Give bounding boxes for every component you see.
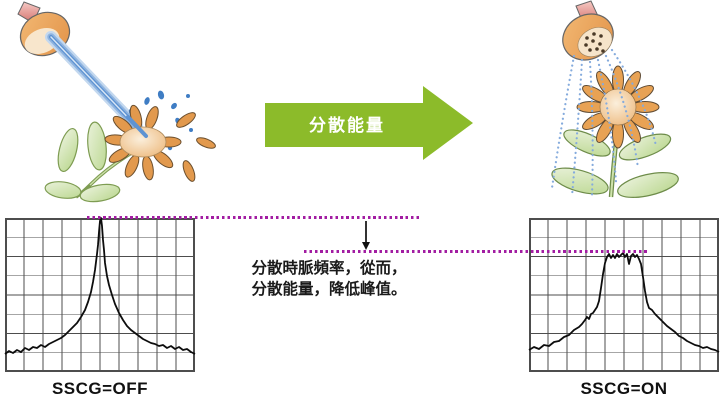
leaf: [551, 167, 609, 195]
annotation-line-2: 分散能量，降低峰值。: [251, 280, 407, 298]
flower-center: [119, 126, 167, 158]
peak-reduction-arrowhead: [361, 242, 370, 250]
dotted-spray: [550, 48, 658, 198]
healthy-flower: [551, 65, 679, 198]
leaf: [44, 181, 82, 199]
leaf: [617, 172, 679, 198]
leaf: [57, 127, 79, 173]
leaf: [618, 133, 672, 161]
peak-reduction-arrow: [365, 221, 367, 243]
peak-level-line-off: [87, 216, 420, 219]
leaf: [87, 121, 107, 171]
concentrated-jet-illustration: [17, 1, 216, 203]
showerhead-right: [562, 0, 614, 61]
damaged-flower: [44, 104, 216, 203]
annotation-text: 分散時脈頻率，從而， 分散能量，降低峰值。: [243, 259, 415, 300]
spectrum-plot-sscg-off: [4, 217, 196, 372]
label-sscg-on: SSCG=ON: [580, 379, 668, 398]
annotation-line-1: 分散時脈頻率，從而，: [251, 260, 407, 277]
spectrum-plot-sscg-on: [528, 218, 720, 372]
peak-level-line-on: [304, 250, 648, 253]
leaf: [79, 183, 121, 203]
arrow-shape: [265, 86, 473, 160]
transform-arrow: 分散能量: [265, 86, 473, 160]
dispersed-spray-illustration: [550, 0, 679, 198]
detached-petals: [176, 112, 216, 182]
leaf: [563, 129, 611, 157]
showerhead-holes: [584, 32, 605, 53]
water-jet: [45, 31, 143, 133]
jet-impact: [126, 115, 148, 138]
arrow-label: 分散能量: [309, 115, 385, 135]
label-sscg-off: SSCG=OFF: [51, 379, 149, 398]
